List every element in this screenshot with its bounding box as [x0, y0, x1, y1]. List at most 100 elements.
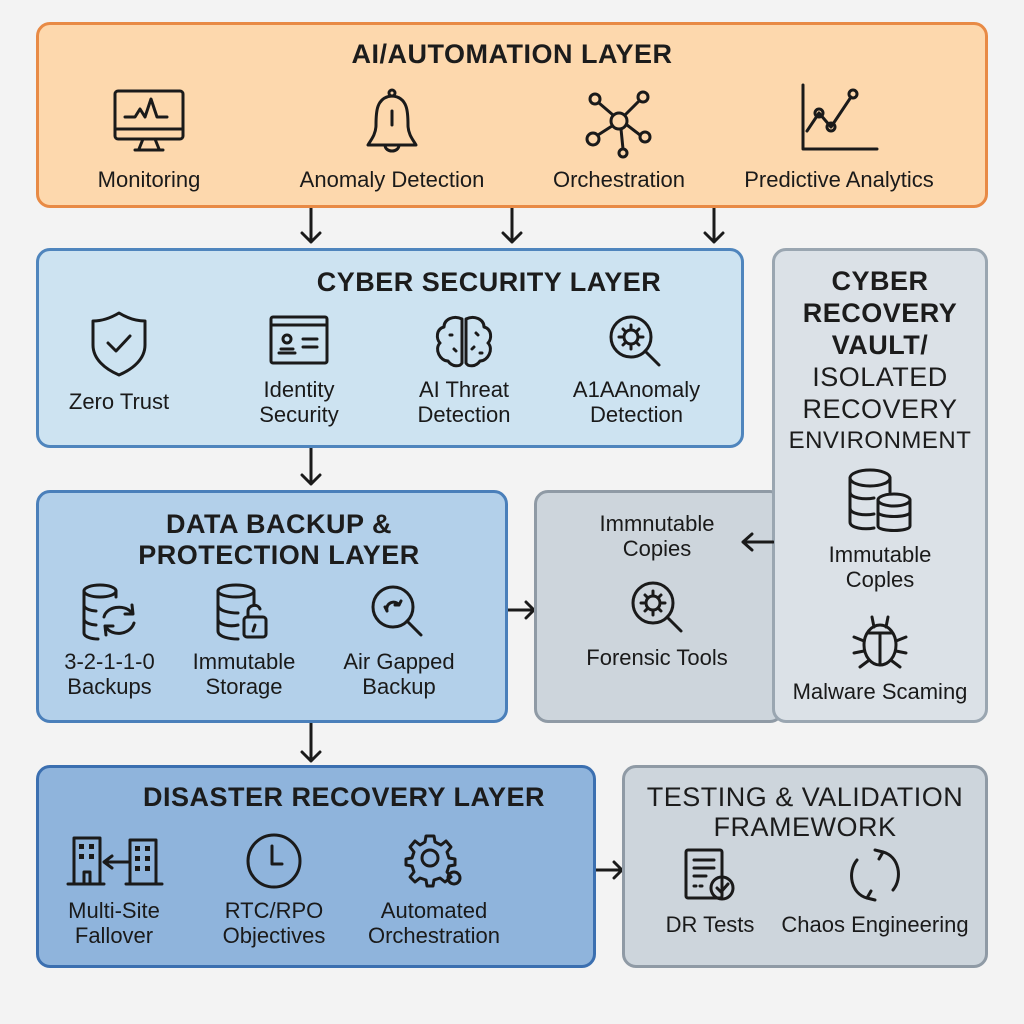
arrow-ai-to-cyber-2 [499, 208, 525, 246]
backup-item-label-line1: Immutable [192, 649, 296, 674]
shield-check-icon [91, 311, 147, 377]
network-nodes-icon [585, 90, 652, 159]
ai-item-monitoring: Monitoring [79, 87, 219, 192]
dr-item-label-line2: Fallover [74, 923, 154, 948]
dr-item-label-line2: Objectives [222, 923, 326, 948]
bell-icon [366, 88, 418, 153]
database-lock-icon [216, 583, 268, 641]
vault-title-line: ISOLATED [812, 362, 948, 392]
testing-title-line1: TESTING & VALIDATION [646, 782, 964, 812]
testing-title-line2: FRAMEWORK [713, 812, 897, 842]
cyber-item-identity-security: Identity Security [229, 313, 369, 427]
cyber-item-label-line2: Security [259, 402, 339, 427]
forensic-item-label-line1: Immnutable [599, 511, 715, 536]
testing-validation-framework: TESTING & VALIDATION FRAMEWORK DR Tests … [622, 765, 988, 968]
vault-title-line: VAULT/ [831, 330, 929, 360]
id-card-icon [269, 315, 329, 365]
forensic-item-label: Forensic Tools [586, 645, 728, 670]
backup-title-line2: PROTECTION LAYER [138, 540, 420, 570]
vault-title: CYBER RECOVERY VAULT/ ISOLATED RECOVERY … [775, 265, 985, 457]
database-sync-icon [82, 583, 135, 641]
magnifier-gear-icon [609, 315, 660, 367]
cyber-security-layer: CYBER SECURITY LAYER Zero Trust Identity… [36, 248, 744, 448]
arrow-dr-to-testing [596, 858, 624, 882]
forensic-panel: Immnutable Copies Forensic Tools [534, 490, 784, 723]
vault-item-label-line1: Immutable [828, 542, 932, 567]
dr-layer-title: DISASTER RECOVERY LAYER [142, 782, 546, 812]
vault-item-malware-scanning: Malware Scaming [775, 613, 985, 704]
vault-item-label: Malware Scaming [792, 679, 968, 704]
line-chart-icon [801, 83, 879, 151]
testing-title: TESTING & VALIDATION FRAMEWORK [625, 782, 985, 842]
backup-item-label-line2: Storage [205, 674, 283, 699]
data-backup-protection-layer: DATA BACKUP & PROTECTION LAYER 3-2-1-1-0… [36, 490, 508, 723]
cyber-item-label: Zero Trust [68, 389, 170, 414]
dr-item-automated-orchestration: Automated Orchestration [354, 832, 514, 948]
gears-icon [404, 834, 462, 888]
vault-title-line: CYBER [831, 266, 929, 296]
buildings-failover-icon [66, 836, 164, 886]
dr-item-label-line1: RTC/RPO [224, 898, 324, 923]
document-check-icon [684, 848, 735, 901]
cycle-arrows-icon [850, 848, 900, 902]
dr-item-rtc-rpo: RTC/RPO Objectives [209, 832, 339, 948]
testing-item-dr-tests: DR Tests [645, 846, 775, 937]
cyber-item-ai-threat-detection: AI Threat Detection [394, 313, 534, 427]
arrow-ai-to-cyber-1 [298, 208, 324, 246]
testing-item-chaos-engineering: Chaos Engineering [775, 846, 975, 937]
bug-icon [852, 615, 908, 669]
testing-item-label: Chaos Engineering [781, 912, 969, 937]
clock-icon [246, 833, 302, 889]
brain-icon [435, 315, 493, 368]
backup-item-immutable-storage: Immutable Storage [179, 583, 309, 699]
vault-title-line: RECOVERY [802, 298, 958, 328]
ai-automation-layer: AI/AUTOMATION LAYER Monitoring Anomaly D… [36, 22, 988, 208]
backup-item-air-gapped: Air Gapped Backup [324, 583, 474, 699]
vault-item-label-line2: Coples [845, 567, 915, 592]
ai-item-predictive-analytics: Predictive Analytics [719, 83, 959, 192]
cyber-item-label-line1: AI Threat [418, 377, 510, 402]
backup-item-label-line2: Backups [67, 674, 152, 699]
arrow-ai-to-cyber-3 [701, 208, 727, 246]
arrow-cyber-to-backup [298, 448, 324, 488]
cyber-item-label-line2: Detection [417, 402, 511, 427]
cyber-item-zero-trust: Zero Trust [49, 309, 189, 414]
magnifier-gear-icon [631, 581, 683, 633]
vault-item-immutable-copies: Immutable Coples [775, 466, 985, 592]
vault-title-line: RECOVERY [802, 394, 958, 424]
ai-item-anomaly-detection: Anomaly Detection [287, 87, 497, 192]
backup-title-line1: DATA BACKUP & [166, 509, 392, 539]
cyber-layer-title: CYBER SECURITY LAYER [316, 267, 662, 297]
ai-item-orchestration: Orchestration [534, 87, 704, 192]
database-stack-icon [848, 468, 912, 532]
vault-title-line: ENVIRONMENT [788, 427, 972, 454]
dr-item-label-line1: Automated [380, 898, 488, 923]
ai-item-label: Predictive Analytics [744, 167, 934, 192]
forensic-item-label-line2: Copies [622, 536, 692, 561]
arrow-backup-to-forensic [508, 598, 536, 622]
cyber-recovery-vault: CYBER RECOVERY VAULT/ ISOLATED RECOVERY … [772, 248, 988, 723]
backup-layer-title: DATA BACKUP & PROTECTION LAYER [79, 509, 479, 571]
cyber-item-label-line2: Detection [590, 402, 683, 427]
cyber-item-label-line1: Identity [263, 377, 335, 402]
ai-layer-title: AI/AUTOMATION LAYER [351, 39, 673, 69]
backup-item-label-line1: Air Gapped [343, 649, 455, 674]
dr-item-label-line2: Orchestration [367, 923, 501, 948]
ai-item-label: Anomaly Detection [299, 167, 485, 192]
cyber-item-anomaly-detection: A1AAnomaly Detection [559, 313, 714, 427]
dr-item-multi-site-failover: Multi-Site Fallover [59, 832, 169, 948]
magnifier-refresh-icon [371, 585, 423, 637]
forensic-item-immutable-copies: Immnutable Copies [557, 511, 757, 561]
disaster-recovery-layer: DISASTER RECOVERY LAYER Multi-Site Fallo… [36, 765, 596, 968]
backup-item-label-line2: Backup [362, 674, 436, 699]
testing-item-label: DR Tests [665, 912, 755, 937]
arrow-backup-to-dr [298, 723, 324, 765]
dr-item-label-line1: Multi-Site [68, 898, 160, 923]
cyber-item-label-line1: A1AAnomaly [572, 377, 701, 402]
arrow-vault-to-forensic [740, 530, 774, 554]
monitor-pulse-icon [113, 89, 185, 152]
backup-item-label-line1: 3-2-1-1-0 [64, 649, 155, 674]
ai-item-label: Orchestration [552, 167, 686, 192]
backup-item-3-2-1-1-0: 3-2-1-1-0 Backups [47, 583, 172, 699]
forensic-item-forensic-tools: Forensic Tools [557, 577, 757, 670]
